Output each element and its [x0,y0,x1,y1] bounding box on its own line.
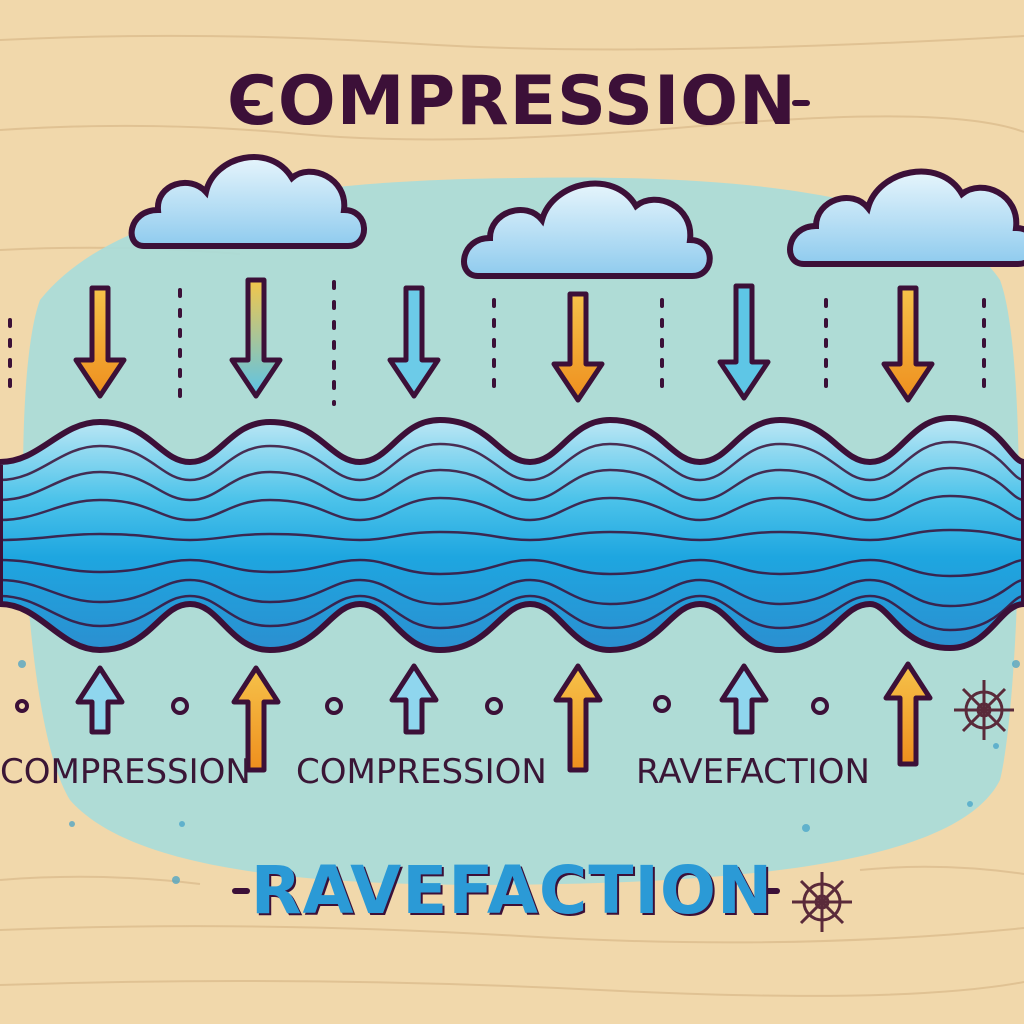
cloud-icon [461,180,713,279]
ship-wheel-icon [954,680,1014,740]
arrow-up-icon [231,665,281,773]
arrow-down-icon [229,277,283,399]
dot-markers [15,695,829,715]
arrow-down-icon [73,285,127,399]
title-ravefaction: RAVEFACTION [250,852,774,929]
arrow-down-icon [717,283,771,401]
dotted-guides-top [8,280,986,406]
sound-wave-band [0,415,1024,653]
arrow-up-icon [389,663,439,735]
arrow-up-icon [75,665,125,735]
arrow-up-icon [553,663,603,773]
title-compression: COMPRESSION [227,62,797,141]
cloud-icon [128,154,367,249]
cloud-icon [787,168,1024,267]
title-decorations [232,100,810,894]
arrow-up-icon [719,663,769,735]
arrow-down-icon [551,291,605,403]
wave-label-ravefaction: RAVEFACTION [636,752,870,792]
arrow-down-icon [387,285,441,399]
arrow-down-icon [881,285,935,403]
wave-label-compression-1: COMPRESSION [0,752,251,792]
wood-grain-background [0,34,1024,997]
arrow-up-icon [883,661,933,767]
wave-label-compression-2: COMPRESSION [296,752,547,792]
ship-wheel-icon [792,872,852,932]
speckles [18,660,1020,884]
